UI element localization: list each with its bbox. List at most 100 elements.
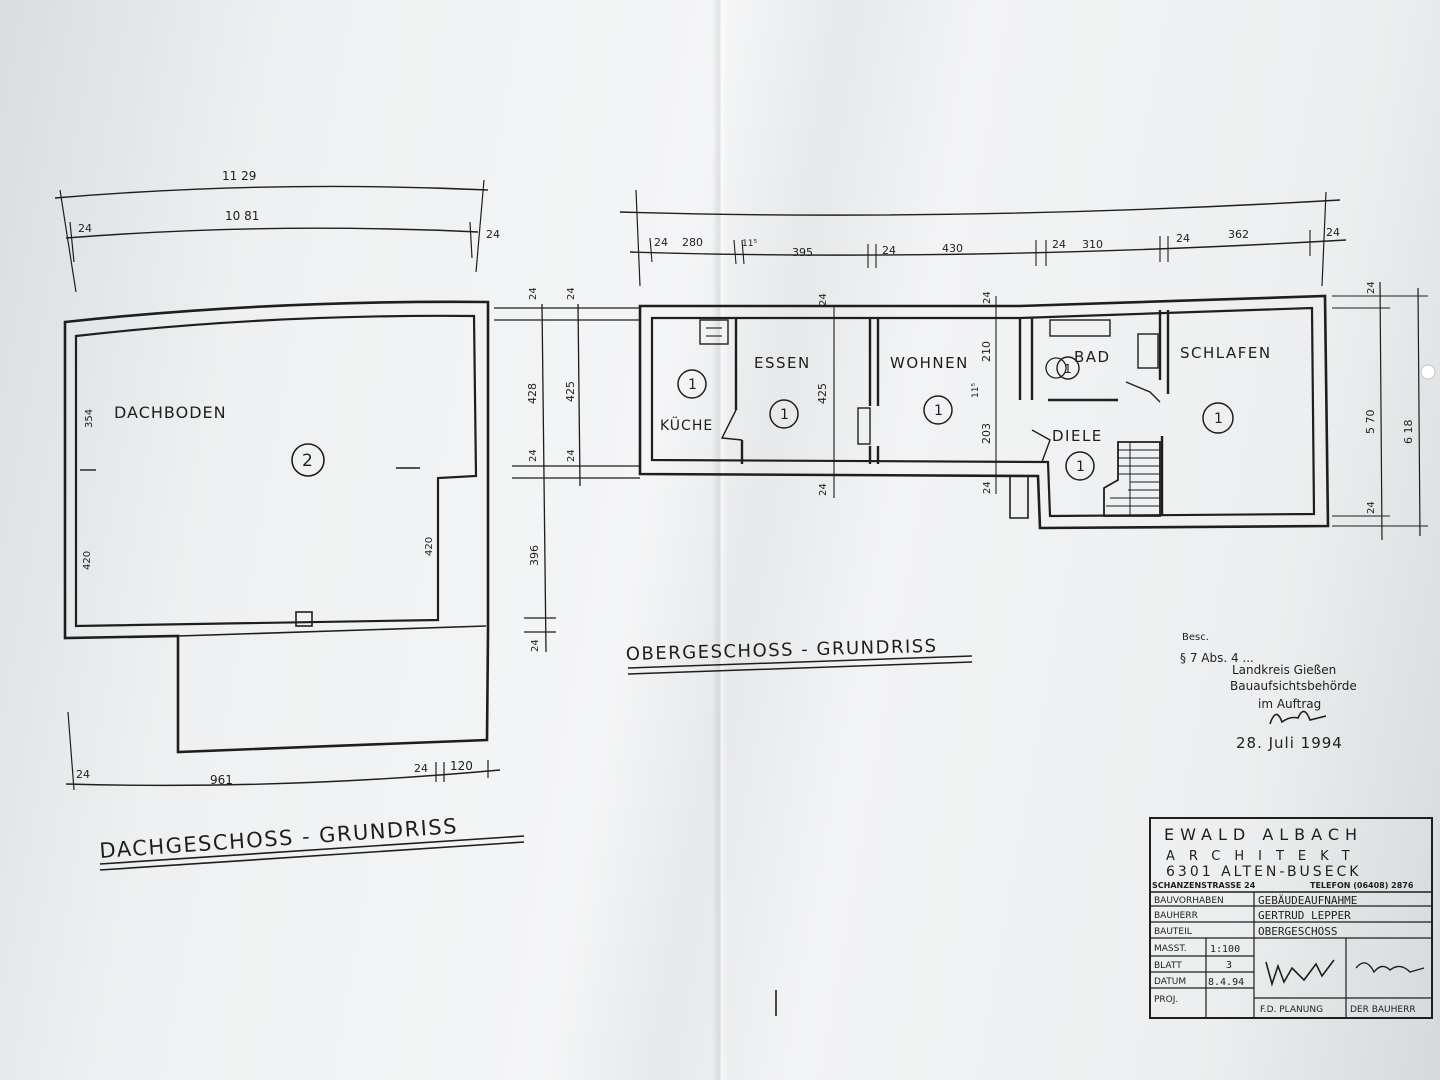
stamp-office: Bauaufsichtsbehörde xyxy=(1230,679,1357,693)
dim-line-overall xyxy=(54,185,489,199)
balcony-line xyxy=(177,625,487,637)
room-number-dachboden: 2 xyxy=(302,451,313,471)
tb-label-datum: DATUM xyxy=(1154,977,1186,987)
right-plan: 24 280 11⁵ 395 24 430 24 310 24 362 24 xyxy=(619,189,1428,675)
stamp-authority: Landkreis Gießen xyxy=(1232,663,1336,677)
dim-left-side: 354 xyxy=(84,409,95,428)
architect-street: SCHANZENSTRASSE 24 xyxy=(1152,881,1256,890)
dim-col-w1: 24 xyxy=(528,287,539,300)
dim-col-396: 396 xyxy=(528,545,541,566)
dim-line-inner xyxy=(65,227,479,239)
right-plan-title: OBERGESCHOSS - GRUNDRISS xyxy=(626,636,938,665)
chimney-symbol xyxy=(295,611,313,627)
dim-bottom-120: 120 xyxy=(450,759,473,773)
tb-label-proj: PROJ. xyxy=(1154,995,1178,1005)
room-no-schlafen: 1 xyxy=(1214,411,1223,427)
dim-col-w5: 24 xyxy=(530,639,541,652)
tb-value-bauteil: OBERGESCHOSS xyxy=(1258,925,1337,938)
architect-name: EWALD ALBACH xyxy=(1164,825,1363,844)
top-dim-0: 24 xyxy=(654,236,668,249)
bathtub xyxy=(1049,319,1111,337)
room-label-bad: BAD xyxy=(1074,348,1111,366)
top-dim-8: 24 xyxy=(1176,232,1190,245)
architect-phone: TELEFON (06408) 2876 xyxy=(1310,881,1414,890)
balcony-stub xyxy=(1009,476,1029,519)
dim-right-wall-bot: 24 xyxy=(1366,501,1377,514)
room-no-wohnen: 1 xyxy=(934,403,943,419)
room-circle-wohnen xyxy=(923,395,953,425)
room-label-schlafen: SCHLAFEN xyxy=(1180,344,1272,362)
staircase xyxy=(1103,441,1161,517)
dim-col-w3: 24 xyxy=(528,449,539,462)
stamp-line1: Besc. xyxy=(1182,632,1209,643)
room-no-diele: 1 xyxy=(1076,459,1085,475)
dim-wall-right: 24 xyxy=(486,228,500,241)
tb-value-bauherr: GERTRUD LEPPER xyxy=(1258,909,1351,922)
og-inner-wall xyxy=(650,306,1316,518)
tb-value-blatt: 3 xyxy=(1226,960,1232,971)
dim-col-w2: 24 xyxy=(566,287,577,300)
dim-essen-depth: 425 xyxy=(816,383,829,404)
tb-label-blatt: BLATT xyxy=(1154,961,1182,971)
middle-dimension-columns: 24 24 428 425 24 24 396 24 xyxy=(494,287,640,653)
dim-col-425: 425 xyxy=(564,381,577,402)
dim-col-w4: 24 xyxy=(566,449,577,462)
tb-value-masst: 1:100 xyxy=(1210,944,1240,955)
room-label-essen: ESSEN xyxy=(754,354,811,372)
top-dim-ticks xyxy=(649,230,1311,268)
dachboden-outer-wall xyxy=(63,300,490,754)
top-dim-9: 362 xyxy=(1228,228,1249,241)
dim-wohnen-wall-top: 24 xyxy=(982,291,993,304)
washbasin xyxy=(1137,333,1159,369)
dim-essen-wall-bot: 24 xyxy=(818,483,829,496)
kitchen-stove xyxy=(699,319,729,345)
paper-fold xyxy=(712,0,728,1080)
dim-wall-left: 24 xyxy=(78,222,92,235)
top-dim-3: 395 xyxy=(792,246,813,259)
dim-total-outer: 11 29 xyxy=(222,169,256,183)
room-circle-kueche xyxy=(677,369,707,399)
tb-label-bauteil: BAUTEIL xyxy=(1154,927,1192,937)
tb-value-bauvorhaben: GEBÄUDEAUFNAHME xyxy=(1258,894,1357,907)
top-dim-10: 24 xyxy=(1326,226,1340,239)
dim-right-wall-top: 24 xyxy=(1366,281,1377,294)
dim-wohnen-lower: 203 xyxy=(980,423,993,444)
top-dim-2: 11⁵ xyxy=(742,239,757,249)
top-dim-6: 24 xyxy=(1052,238,1066,251)
top-dim-1: 280 xyxy=(682,236,703,249)
room-label-diele: DIELE xyxy=(1052,427,1103,445)
stamp-date: 28. Juli 1994 xyxy=(1236,734,1343,752)
architect-city: 6301 ALTEN-BUSECK xyxy=(1166,864,1362,880)
tb-label-bauherr: BAUHERR xyxy=(1154,911,1198,921)
room-label-dachboden: DACHBODEN xyxy=(114,403,227,422)
room-number-circle xyxy=(291,443,325,477)
stamp-line2: § 7 Abs. 4 ... xyxy=(1180,651,1254,665)
top-dim-4: 24 xyxy=(882,244,896,257)
approval-stamp: Besc. § 7 Abs. 4 ... Landkreis Gießen Ba… xyxy=(1180,632,1357,752)
room-label-kueche: KÜCHE xyxy=(660,416,713,434)
signature-owner xyxy=(1355,962,1425,974)
room-no-kueche: 1 xyxy=(688,377,697,393)
left-plan: 11 29 10 81 24 24 DACHBODEN 2 354 420 42… xyxy=(54,169,525,871)
toilet xyxy=(1045,357,1067,379)
dim-total-inner: 10 81 xyxy=(225,209,259,223)
dim-line-bottom xyxy=(65,769,501,787)
punch-hole xyxy=(1420,364,1436,380)
top-dim-7: 310 xyxy=(1082,238,1103,251)
dim-right-inner: 5 70 xyxy=(1364,410,1377,435)
room-no-essen: 1 xyxy=(780,407,789,423)
tb-sign-owner: DER BAUHERR xyxy=(1350,1005,1416,1015)
dim-bottom-961: 961 xyxy=(210,773,233,787)
dim-left-lower: 420 xyxy=(82,551,93,570)
room-circle-diele xyxy=(1065,451,1095,481)
dachboden-inner-wall xyxy=(74,314,478,628)
dim-wohnen-upper: 210 xyxy=(980,341,993,362)
architect-role: ARCHITEKT xyxy=(1166,849,1364,864)
room-label-wohnen: WOHNEN xyxy=(890,354,969,372)
dim-right-outer: 6 18 xyxy=(1402,420,1415,445)
room-circle-schlafen xyxy=(1202,402,1234,434)
left-plan-title: DACHGESCHOSS - GRUNDRISS xyxy=(99,814,459,863)
dim-right-lower: 420 xyxy=(424,537,435,556)
tb-sign-planning: F.D. PLANUNG xyxy=(1260,1005,1323,1015)
